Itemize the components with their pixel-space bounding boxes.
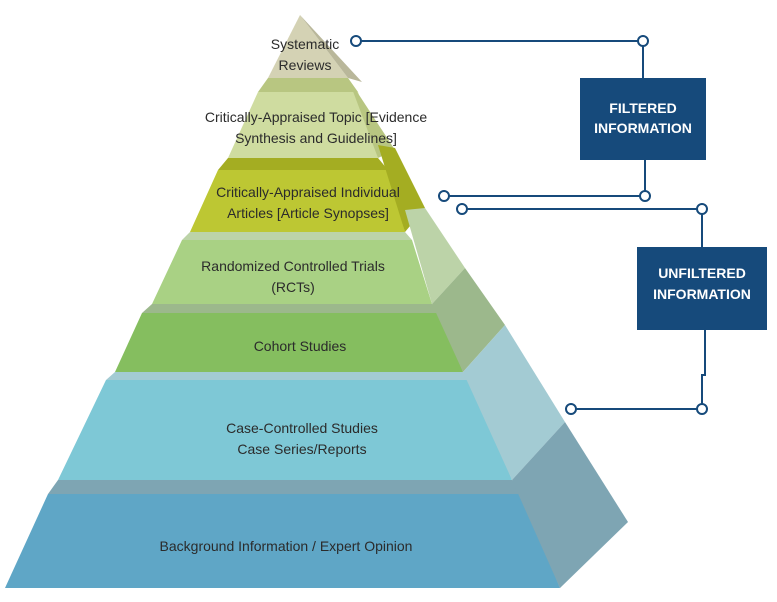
filtered-information-box: FILTERED INFORMATION — [580, 78, 706, 160]
tier-label-line: Background Information / Expert Opinion — [160, 538, 413, 554]
tier-front — [152, 240, 432, 304]
bracket-bottom-line — [444, 160, 646, 197]
connector-dot — [438, 190, 450, 202]
tier-systematic-reviews: Systematic Reviews — [268, 15, 362, 82]
tier-side — [348, 78, 395, 158]
tier-label-line: Critically-Appraised Topic [Evidence — [205, 109, 427, 125]
connector-dot — [565, 403, 577, 415]
tier-label-line: Case Series/Reports — [237, 441, 366, 457]
tier-label-line: Articles [Article Synopses] — [227, 205, 389, 221]
tier-ledge — [106, 372, 472, 380]
unfiltered-bracket — [456, 203, 708, 415]
box-label-line: FILTERED — [609, 100, 676, 116]
box-label-line: INFORMATION — [594, 120, 692, 136]
tier-label-line: Critically-Appraised Individual — [216, 184, 400, 200]
tier-label-line: Synthesis and Guidelines] — [235, 130, 397, 146]
bracket-bottom-line — [571, 330, 706, 410]
tier-critically-appraised-topic: Critically-Appraised Topic [Evidence Syn… — [205, 78, 427, 158]
tier-label-line: Randomized Controlled Trials — [201, 258, 385, 274]
tier-ledge — [48, 480, 522, 494]
connector-dot — [639, 190, 651, 202]
tier-front — [268, 15, 348, 78]
tier-ledge — [218, 158, 388, 170]
unfiltered-information-box: UNFILTERED INFORMATION — [637, 247, 767, 330]
tier-label-line: (RCTs) — [271, 279, 315, 295]
box-label-line: INFORMATION — [653, 286, 751, 302]
tier-front — [58, 380, 512, 480]
tier-front — [115, 313, 463, 372]
connector-dot — [456, 203, 468, 215]
tier-ledge — [182, 232, 412, 240]
tier-ledge — [258, 78, 358, 92]
tier-label-line: Systematic — [271, 36, 339, 52]
tier-front — [190, 170, 405, 232]
tier-side — [432, 268, 505, 372]
connector-dot — [696, 203, 708, 215]
box-label-line: UNFILTERED — [658, 265, 746, 281]
connector-dot — [350, 35, 362, 47]
tier-side — [300, 15, 362, 82]
tier-ledge — [142, 304, 440, 313]
tier-side — [405, 208, 465, 304]
tier-front — [228, 92, 378, 158]
tier-side — [512, 422, 628, 588]
tier-rcts: Randomized Controlled Trials (RCTs) — [152, 208, 465, 304]
tier-critically-appraised-articles: Critically-Appraised Individual Articles… — [190, 145, 425, 232]
tier-label-line: Case-Controlled Studies — [226, 420, 378, 436]
tier-label-line: Reviews — [279, 57, 332, 73]
connector-dot — [637, 35, 649, 47]
tier-front — [5, 494, 560, 588]
filtered-bracket — [350, 35, 651, 202]
bracket-top-line — [462, 208, 703, 247]
bracket-top-line — [356, 40, 644, 78]
tier-label-line: Cohort Studies — [254, 338, 347, 354]
tier-cohort-studies: Cohort Studies — [115, 268, 505, 372]
tier-side — [463, 325, 565, 480]
connector-dot — [696, 403, 708, 415]
tier-background-information: Background Information / Expert Opinion — [5, 422, 628, 588]
tier-case-controlled-studies: Case-Controlled Studies Case Series/Repo… — [58, 325, 565, 480]
